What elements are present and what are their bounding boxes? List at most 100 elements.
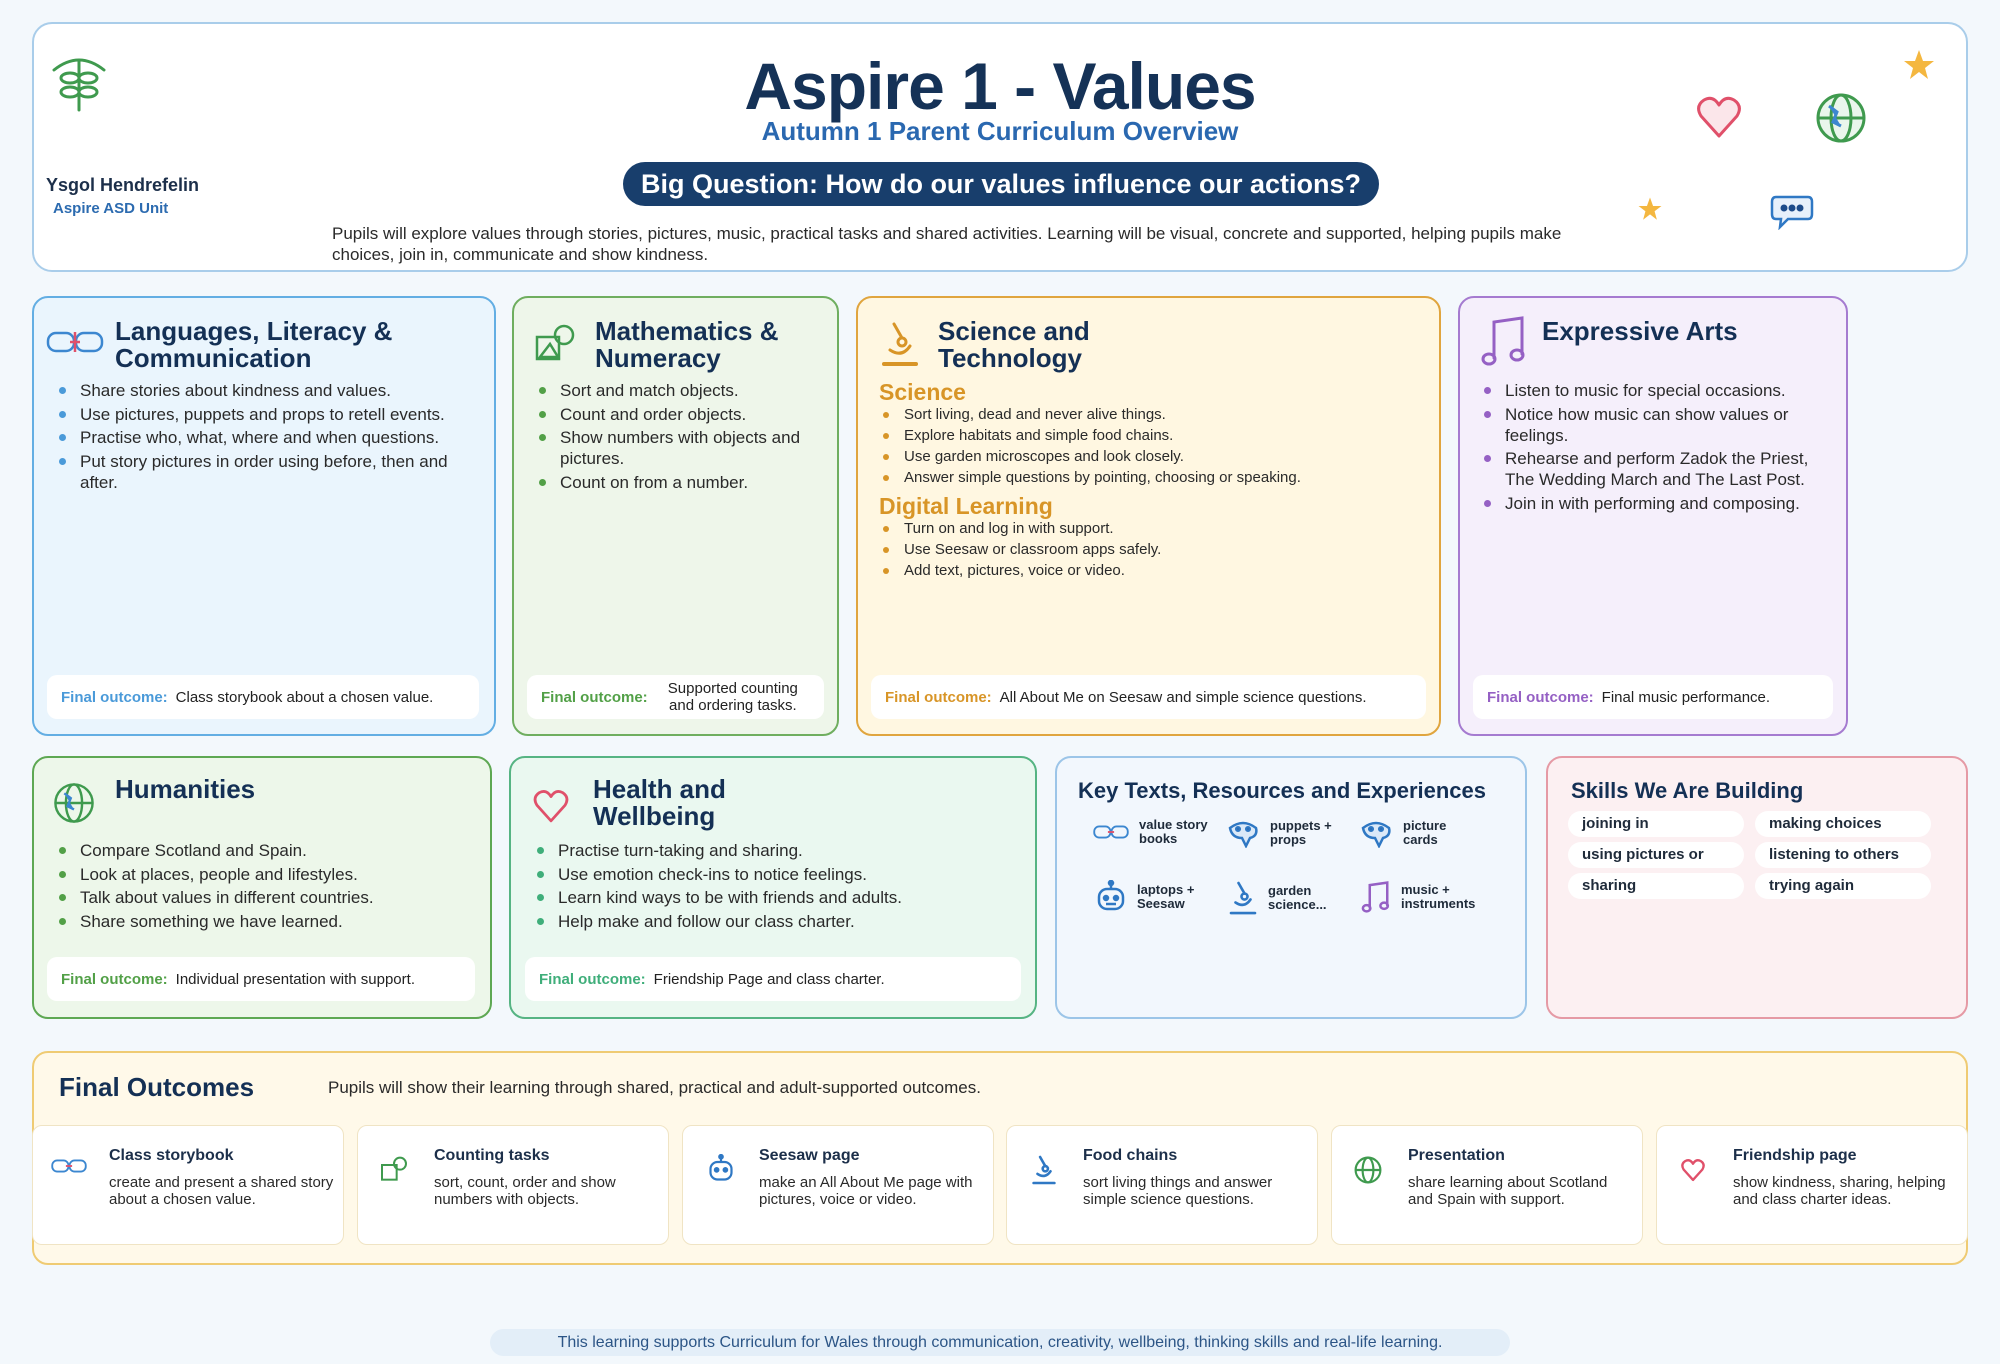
resource-label: picture cards <box>1403 818 1447 847</box>
outcome-text: Friendship Page and class charter. <box>653 970 885 988</box>
star-icon <box>1902 48 1936 82</box>
list-item: Sort and match objects. <box>536 380 826 401</box>
resource-item: picture cards <box>1359 818 1477 848</box>
outcome-card-title: Class storybook <box>109 1147 234 1164</box>
digital-list: Turn on and log in with support. Use See… <box>880 519 1420 582</box>
humanities-title: Humanities <box>115 774 256 804</box>
languages-outcome: Final outcome: Class storybook about a c… <box>47 675 479 719</box>
maths-card <box>512 296 839 736</box>
final-outcomes-description: Pupils will show their learning through … <box>328 1078 981 1097</box>
maths-title: Mathematics & Numeracy <box>595 316 779 373</box>
outcome-card: Presentation share learning about Scotla… <box>1331 1125 1643 1245</box>
star-icon <box>1637 196 1663 222</box>
resource-label: value story books <box>1139 817 1208 846</box>
microscope-icon <box>880 320 920 368</box>
list-item: Learn kind ways to be with friends and a… <box>534 887 1024 908</box>
outcome-card: Class storybook create and present a sha… <box>32 1125 344 1245</box>
puppet-icon <box>1228 821 1258 848</box>
languages-list: Share stories about kindness and values.… <box>56 380 476 495</box>
outcome-text: Individual presentation with support. <box>175 970 415 988</box>
list-item: Use emotion check-ins to notice feelings… <box>534 864 1024 885</box>
heart-icon <box>533 788 569 824</box>
skill-pill: joining in <box>1568 811 1744 837</box>
outcome-card-title: Friendship page <box>1733 1147 1857 1164</box>
outcome-card-title: Counting tasks <box>434 1147 550 1164</box>
skill-pill: listening to others <box>1755 842 1931 868</box>
outcome-card-desc: make an All About Me page with pictures,… <box>759 1174 973 1208</box>
final-outcomes-title: Final Outcomes <box>59 1072 255 1102</box>
school-name: Ysgol Hendrefelin <box>46 175 200 195</box>
arts-outcome: Final outcome: Final music performance. <box>1473 675 1833 719</box>
list-item: Rehearse and perform Zadok the Priest, T… <box>1481 448 1831 490</box>
shapes-icon <box>534 324 576 362</box>
shapes-icon <box>380 1156 408 1182</box>
list-item: Practise turn-taking and sharing. <box>534 840 1024 861</box>
header-panel <box>32 22 1968 272</box>
list-item: Use garden microscopes and look closely. <box>880 447 1420 467</box>
arts-list: Listen to music for special occasions. N… <box>1481 380 1831 516</box>
list-item: Listen to music for special occasions. <box>1481 380 1831 401</box>
page-title: Aspire 1 - Values <box>744 49 1256 123</box>
list-item: Compare Scotland and Spain. <box>56 840 476 861</box>
resource-label: puppets + props <box>1270 818 1332 847</box>
big-question-banner: Big Question: How do our values influenc… <box>623 162 1379 206</box>
resources-title: Key Texts, Resources and Experiences <box>1078 778 1487 803</box>
book-icon <box>51 1156 87 1176</box>
outcome-card-title: Food chains <box>1083 1147 1178 1164</box>
outcome-label: Final outcome: <box>61 688 168 706</box>
outcome-card-desc: share learning about Scotland and Spain … <box>1408 1174 1608 1208</box>
outcome-card: Seesaw page make an All About Me page wi… <box>682 1125 994 1245</box>
heart-icon <box>1696 94 1742 140</box>
globe-icon <box>1354 1156 1382 1184</box>
humanities-list: Compare Scotland and Spain. Look at plac… <box>56 840 476 934</box>
resource-item: music + instruments <box>1361 880 1475 914</box>
resource-item: garden science... <box>1228 880 1342 916</box>
outcome-label: Final outcome: <box>541 688 648 706</box>
languages-card <box>32 296 496 736</box>
outcome-card: Counting tasks sort, count, order and sh… <box>357 1125 669 1245</box>
list-item: Add text, pictures, voice or video. <box>880 561 1420 581</box>
list-item: Turn on and log in with support. <box>880 519 1420 539</box>
science-list: Sort living, dead and never alive things… <box>880 405 1420 489</box>
robot-icon <box>707 1154 735 1184</box>
list-item: Share stories about kindness and values. <box>56 380 476 401</box>
science-card <box>856 296 1441 736</box>
list-item: Share something we have learned. <box>56 911 476 932</box>
outcome-label: Final outcome: <box>1487 688 1594 706</box>
robot-icon <box>1097 880 1125 911</box>
resource-item: puppets + props <box>1226 818 1344 848</box>
list-item: Put story pictures in order using before… <box>56 451 476 493</box>
outcome-card: Friendship page show kindness, sharing, … <box>1656 1125 1968 1245</box>
outcome-card: Food chains sort living things and answe… <box>1006 1125 1318 1245</box>
resource-item: laptops + Seesaw <box>1095 880 1211 914</box>
health-title: Health and Wellbeing <box>593 774 726 831</box>
outcome-card-desc: show kindness, sharing, helping and clas… <box>1733 1174 1946 1208</box>
outcome-card-desc: sort, count, order and show numbers with… <box>434 1174 616 1208</box>
list-item: Join in with performing and composing. <box>1481 493 1831 514</box>
outcome-card-title: Seesaw page <box>759 1147 860 1164</box>
health-outcome: Final outcome: Friendship Page and class… <box>525 957 1021 1001</box>
health-list: Practise turn-taking and sharing. Use em… <box>534 840 1024 934</box>
heart-icon <box>1681 1158 1705 1182</box>
list-item: Answer simple questions by pointing, cho… <box>880 468 1420 488</box>
resource-label: music + instruments <box>1401 882 1476 911</box>
humanities-outcome: Final outcome: Individual presentation w… <box>47 957 475 1001</box>
maths-list: Sort and match objects. Count and order … <box>536 380 826 495</box>
outcome-card-title: Presentation <box>1408 1147 1505 1164</box>
arts-title: Expressive Arts <box>1542 316 1738 346</box>
list-item: Explore habitats and simple food chains. <box>880 426 1420 446</box>
outcome-card-desc: create and present a shared story about … <box>109 1174 334 1208</box>
skills-title: Skills We Are Building <box>1571 778 1804 803</box>
list-item: Sort living, dead and never alive things… <box>880 405 1420 425</box>
outcome-label: Final outcome: <box>61 970 168 988</box>
skill-pill: using pictures or words <box>1568 842 1744 889</box>
page-subtitle: Autumn 1 Parent Curriculum Overview <box>761 116 1239 146</box>
globe-icon <box>1815 92 1867 144</box>
intro-text: Pupils will explore values through stori… <box>332 224 1562 264</box>
list-item: Help make and follow our class charter. <box>534 911 1024 932</box>
final-outcomes-panel <box>32 1051 1968 1265</box>
list-item: Use pictures, puppets and props to retel… <box>56 404 476 425</box>
outcome-text: Supported counting and ordering tasks. <box>667 680 798 714</box>
outcome-label: Final outcome: <box>539 970 646 988</box>
microscope-icon <box>1229 881 1257 915</box>
